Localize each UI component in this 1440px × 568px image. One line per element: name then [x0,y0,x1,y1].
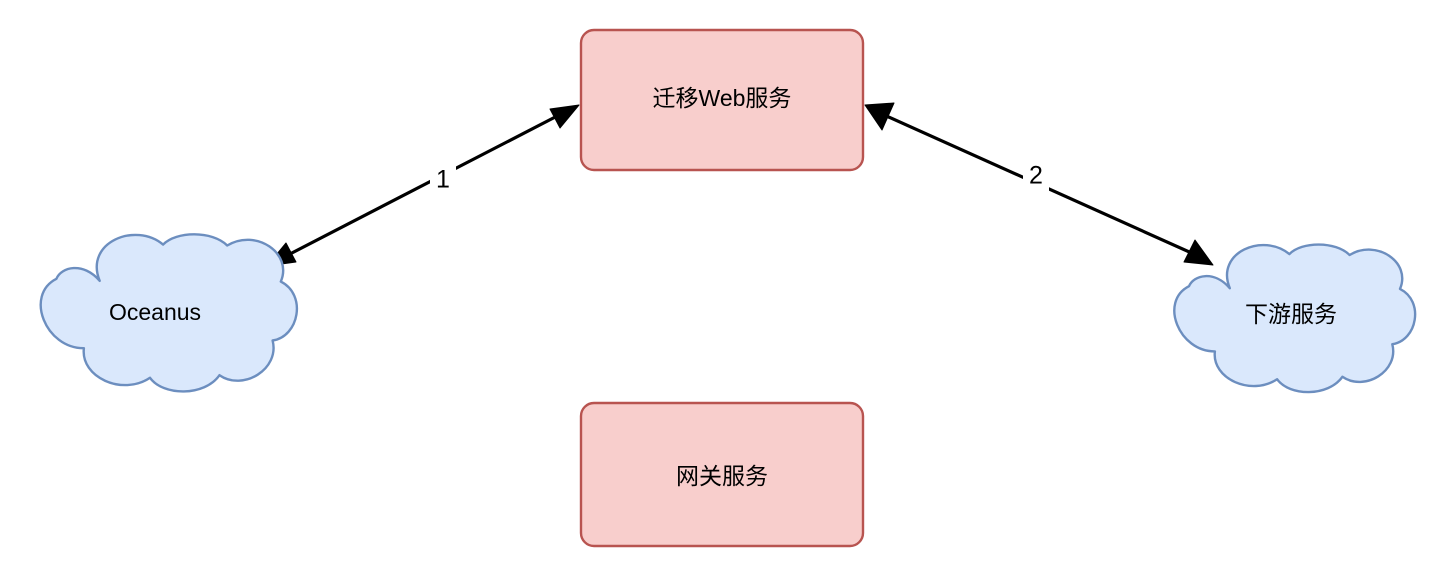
cloud-shape [39,233,299,393]
edge-oceanus-migration[interactable]: 1 [266,104,580,267]
node-label-downstream-service: 下游服务 [1245,301,1337,327]
edge-migration-downstream[interactable]: 2 [864,102,1214,266]
edge-line [285,111,564,258]
node-oceanus[interactable]: Oceanus [39,233,299,393]
edge-label-background [1023,159,1049,193]
node-label-oceanus: Oceanus [109,299,201,325]
arrowhead-to-migration [549,104,580,129]
process-box-shape [579,28,865,172]
node-downstream-service[interactable]: 下游服务 [1173,243,1417,394]
node-label-migration-web-service: 迁移Web服务 [653,85,792,111]
arrowhead-to-migration [864,102,895,131]
arrowhead-to-downstream [1183,239,1214,266]
node-migration-web-service[interactable]: 迁移Web服务 [579,28,865,172]
edge-label-background [430,163,456,197]
node-label-gateway-service: 网关服务 [676,463,768,489]
edge-label-2: 2 [1029,162,1043,190]
edge-label-1: 1 [436,166,450,194]
process-box-shape [579,401,865,548]
cloud-shape [1173,243,1417,394]
node-gateway-service[interactable]: 网关服务 [579,401,865,548]
